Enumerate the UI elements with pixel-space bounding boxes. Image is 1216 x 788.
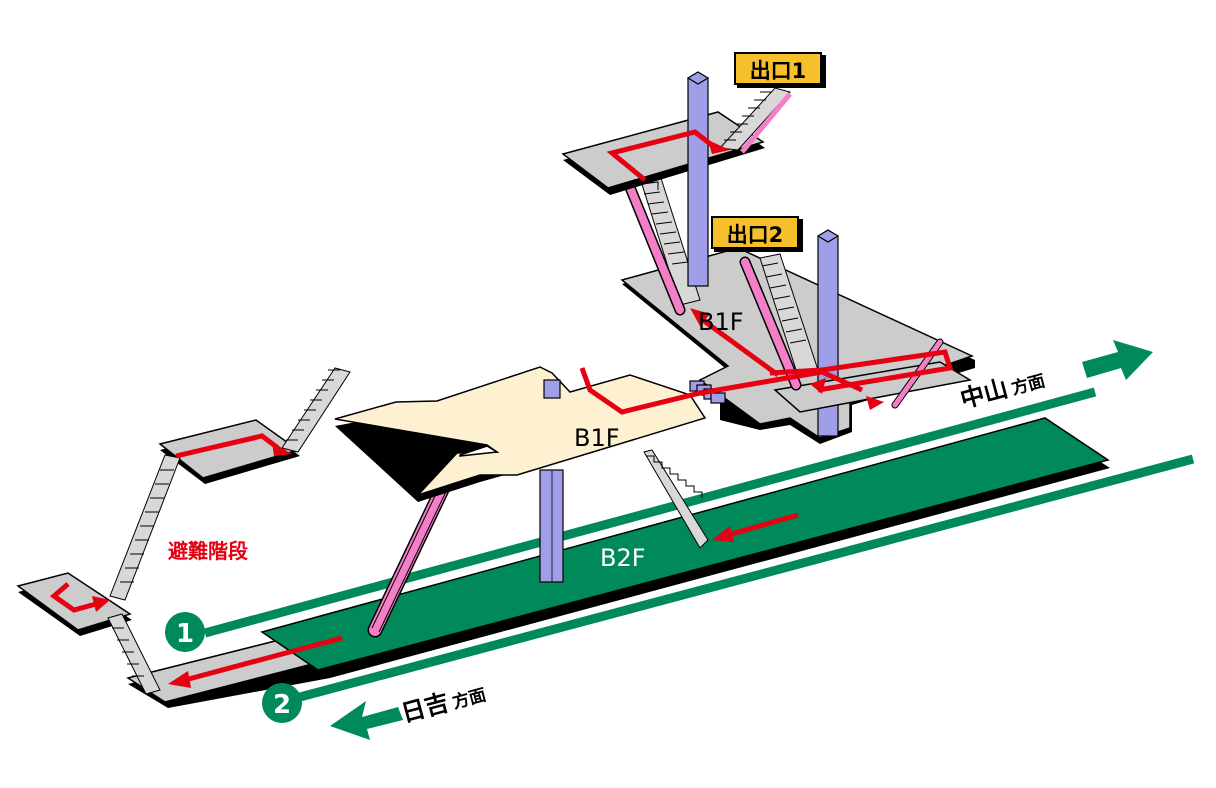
b1f-concourse-label: B1F	[574, 424, 620, 452]
hiyoshi-name: 日吉	[398, 688, 452, 727]
emergency-stairs-top	[281, 367, 351, 453]
hiyoshi-direction-label: 日吉 方面	[398, 684, 488, 728]
emergency-stairs-middle	[109, 454, 181, 601]
track-1-badge: 1	[165, 612, 205, 652]
track-line-1	[203, 387, 1097, 638]
escalator-exit1-upper	[740, 92, 792, 154]
track-2-badge: 2	[262, 683, 302, 723]
emergency-lower-landing	[16, 572, 132, 636]
stairs-exit1-upper	[718, 87, 791, 151]
b2f-platform-label: B2F	[600, 544, 646, 572]
emergency-stairs-bottom	[107, 613, 161, 695]
concourse-block	[543, 379, 561, 399]
track-2-number: 2	[273, 690, 291, 720]
stairs-concourse-to-platform	[643, 449, 709, 549]
exit1-landing	[561, 111, 765, 195]
track-1-number: 1	[176, 619, 194, 649]
platform-pillar	[539, 469, 564, 583]
exit1-pillar	[686, 71, 710, 287]
hiyoshi-direction-arrow	[330, 701, 403, 740]
b1f-upper-label: B1F	[698, 308, 744, 336]
route-arrow-walkway-head	[168, 671, 191, 688]
exit1-badge: 出口1	[734, 52, 826, 88]
route-right-loop	[769, 349, 954, 393]
route-exit1	[606, 129, 715, 182]
nakayama-direction-arrow	[1082, 340, 1153, 380]
emergency-stairs-label: 避難階段	[168, 539, 248, 563]
escalator-exit1-lower	[621, 174, 686, 316]
route-arrow-platform	[712, 512, 799, 542]
route-right-down-head	[866, 396, 884, 410]
route-emergency-lower-head	[92, 596, 110, 612]
route-arrow-walkway	[184, 635, 343, 683]
exit1-label: 出口1	[750, 59, 807, 83]
route-emergency-lower	[49, 582, 97, 613]
nakayama-suffix: 方面	[1009, 370, 1047, 399]
track-line-2	[298, 454, 1195, 702]
route-right-loop-head	[810, 378, 826, 394]
escalator-exit2	[739, 256, 802, 391]
route-exit1-head	[708, 140, 730, 154]
b1f-concourse	[334, 366, 707, 502]
route-concourse-to-upper	[579, 367, 864, 415]
route-emergency-upper-head	[272, 442, 292, 456]
hiyoshi-suffix: 方面	[450, 684, 488, 713]
exit2-badge: 出口2	[711, 216, 803, 252]
route-to-b1f-upper	[698, 315, 780, 378]
exit2-label: 出口2	[727, 223, 784, 247]
route-to-b1f-upper-head	[690, 308, 710, 326]
